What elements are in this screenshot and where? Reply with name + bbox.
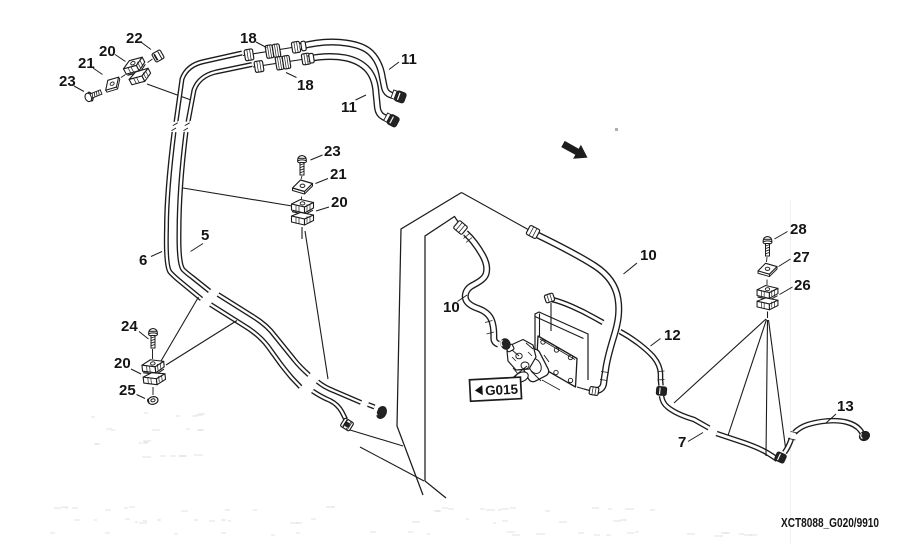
svg-text:25: 25 [119, 382, 136, 399]
svg-text:21: 21 [330, 166, 347, 183]
svg-text:26: 26 [794, 277, 811, 294]
svg-text:21: 21 [78, 55, 95, 72]
svg-text:27: 27 [793, 249, 810, 266]
svg-text:10: 10 [443, 299, 460, 316]
svg-text:22: 22 [126, 30, 143, 47]
svg-text:10: 10 [640, 247, 657, 264]
svg-text:7: 7 [678, 434, 686, 451]
svg-text:18: 18 [297, 77, 314, 94]
svg-text:20: 20 [99, 43, 116, 60]
svg-text:28: 28 [790, 221, 807, 238]
svg-text:12: 12 [664, 327, 681, 344]
svg-text:20: 20 [331, 194, 348, 211]
svg-text:23: 23 [324, 143, 341, 160]
svg-text:5: 5 [201, 227, 209, 244]
svg-text:24: 24 [121, 318, 138, 335]
svg-text:20: 20 [114, 355, 131, 372]
svg-text:6: 6 [139, 252, 147, 269]
svg-text:23: 23 [59, 73, 76, 90]
svg-text:XCT8088_G020/9910: XCT8088_G020/9910 [781, 516, 879, 530]
svg-text:13: 13 [837, 398, 854, 415]
svg-text:11: 11 [401, 51, 417, 68]
svg-text:G015: G015 [485, 382, 519, 399]
svg-text:18: 18 [240, 30, 257, 47]
svg-text:11: 11 [341, 99, 357, 116]
